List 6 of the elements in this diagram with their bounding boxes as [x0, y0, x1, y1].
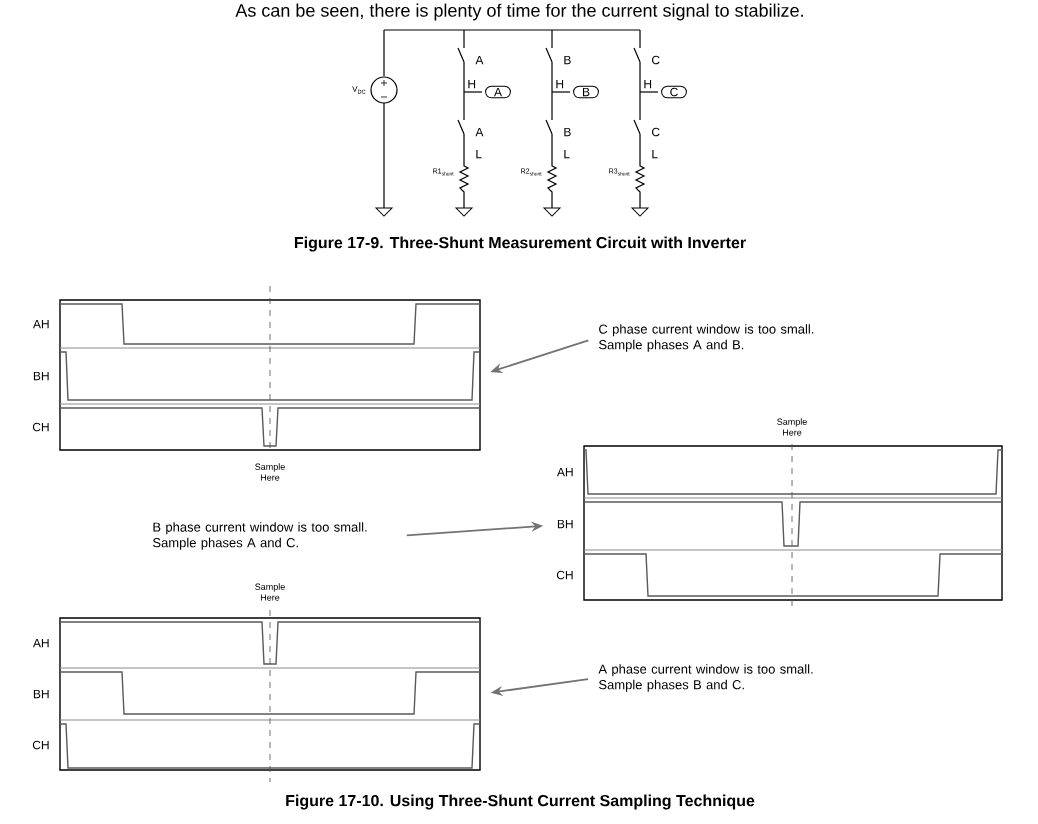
figure-caption: Figure 17-9. Three-Shunt Measurement Circuit with Inverter [294, 236, 746, 252]
timing-panel [32, 583, 481, 771]
timing-panel [32, 299, 481, 481]
figure-caption: Figure 17-10. Using Three-Shunt Current Sampling Technique [286, 794, 755, 810]
body-text: As can be seen, there is plenty of time for the current signal to stabilize. [235, 3, 803, 21]
timing-panel [556, 418, 1003, 601]
